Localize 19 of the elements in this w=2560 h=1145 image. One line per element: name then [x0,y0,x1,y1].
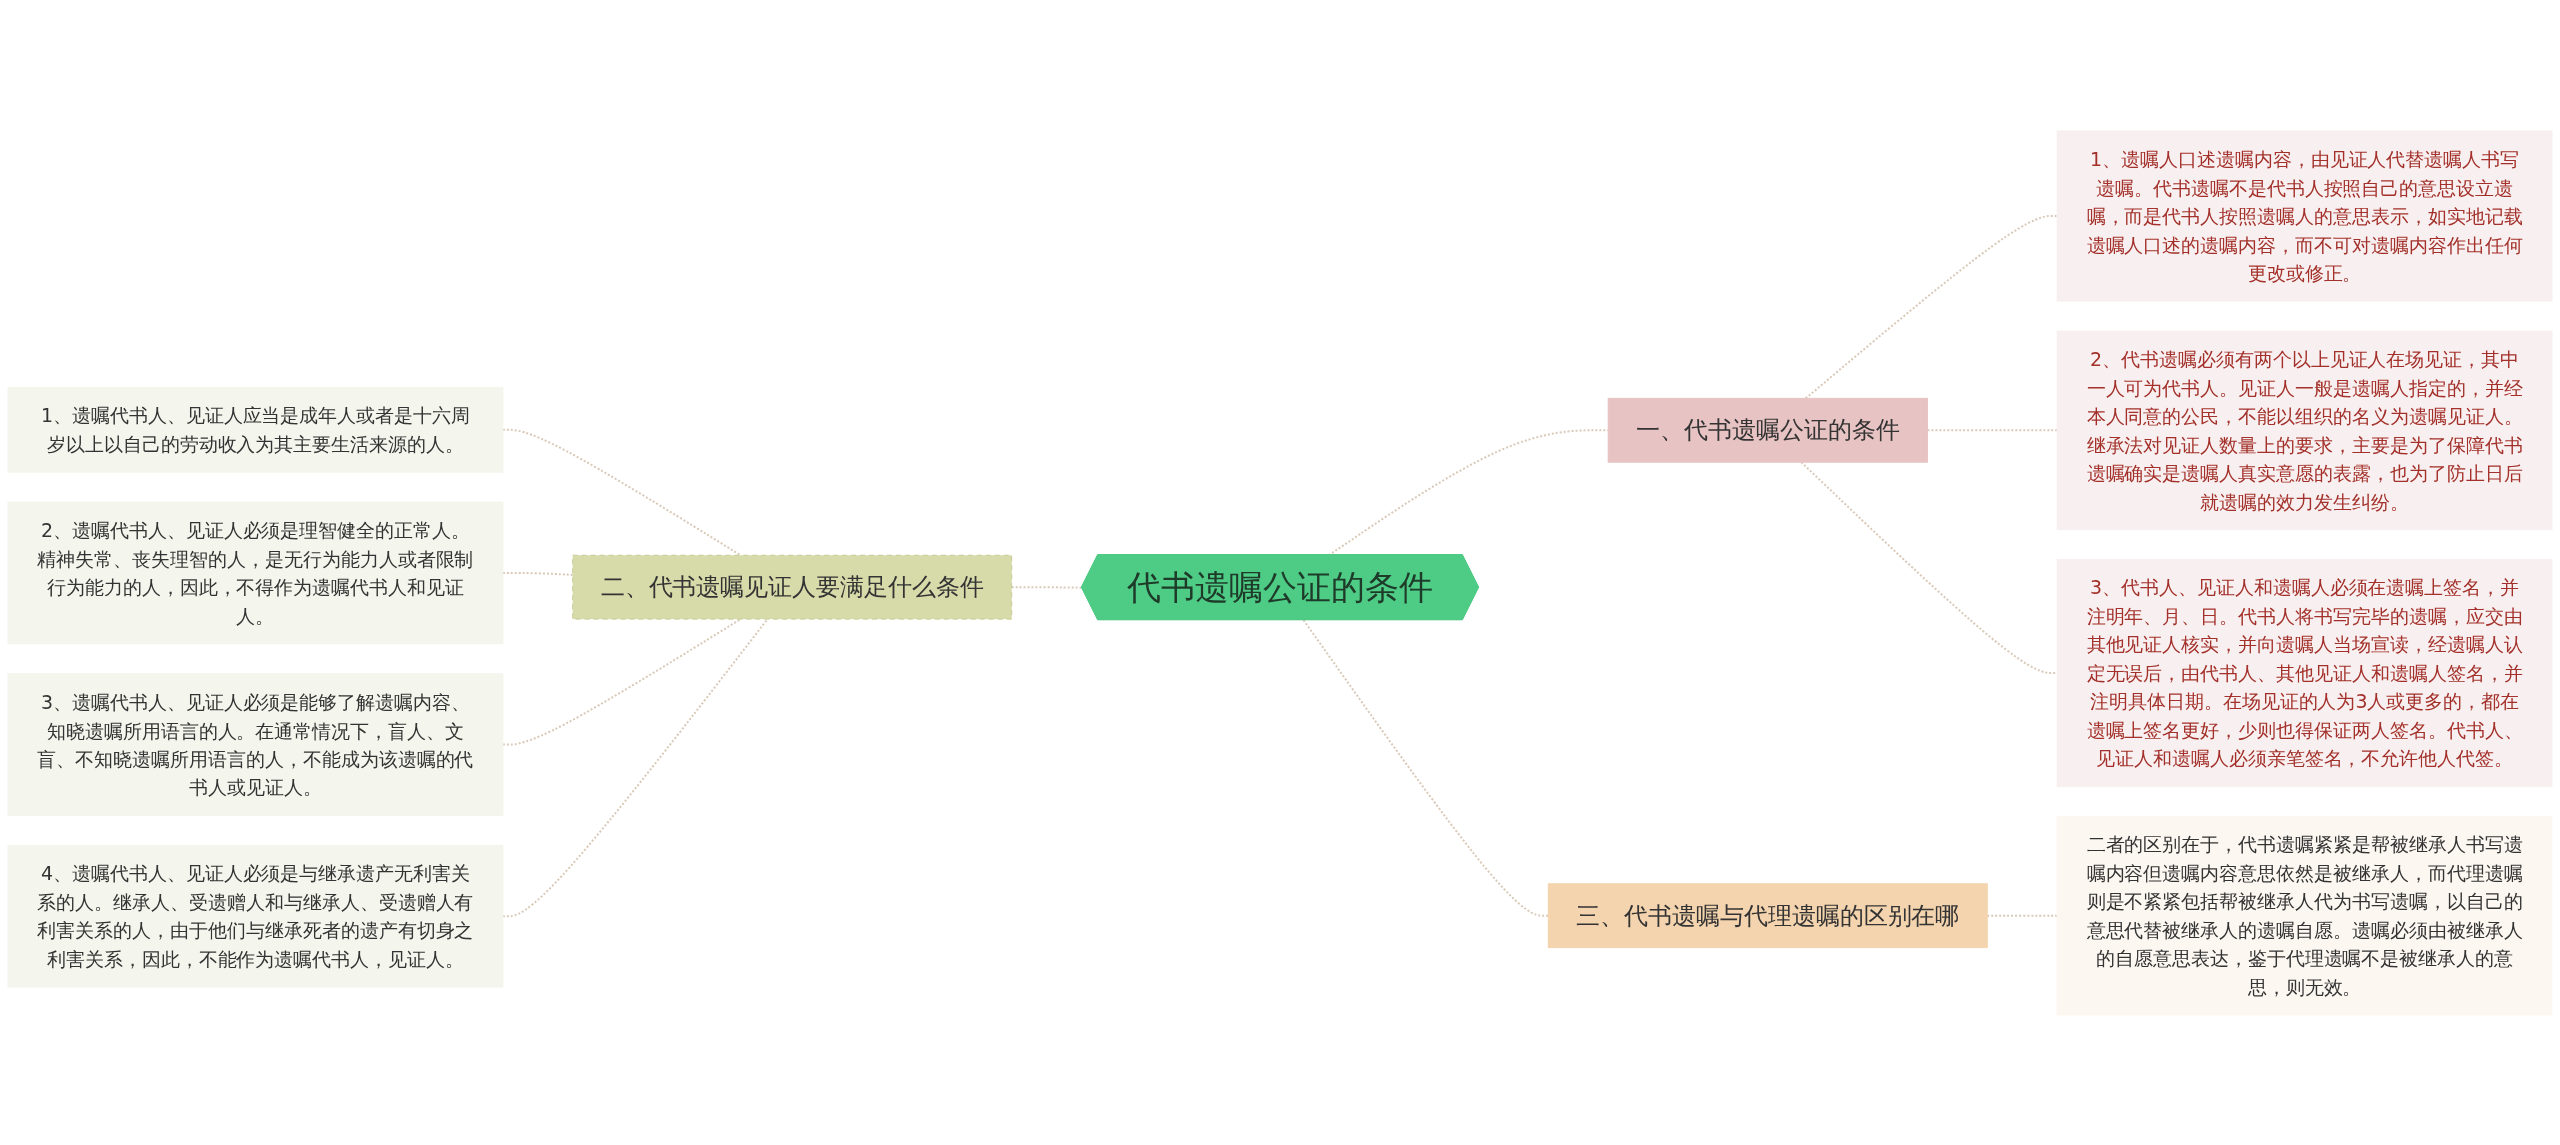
node-box: 二者的区别在于，代书遗嘱紧紧是帮被继承人书写遗嘱内容但遗嘱内容意思依然是被继承人，而代理遗嘱则是不紧紧包括帮被继承人代为书写遗嘱，以自己的意思代替被继承人的遗嘱自愿。遗嘱必须由被继承人的自愿意思表达，鉴于代理遗嘱不是被继承人的意思，则无效。 [2056,815,2553,1015]
node-box: 1、遗嘱人口述遗嘱内容，由见证人代替遗嘱人书写遗嘱。代书遗嘱不是代书人按照自己的意思设立遗嘱，而是代书人按照遗嘱人的意思表示，如实地记载遗嘱人口述的遗嘱内容，而不可对遗嘱内容作出任何更改或修正。 [2056,130,2553,302]
node-box: 2、遗嘱代书人、见证人必须是理智健全的正常人。精神失常、丧失理智的人，是无行为能力人或者限制行为能力的人，因此，不得作为遗嘱代书人和见证人。 [7,501,504,644]
node-box: 一、代书遗嘱公证的条件 [1607,397,1928,463]
connector [501,617,742,746]
connector [1986,914,2059,917]
node-box: 2、代书遗嘱必须有两个以上见证人在场见证，其中一人可为代书人。见证人一般是遗嘱人指定的，并经本人同意的公民，不能以组织的名义为遗嘱见证人。继承法对见证人数量上的要求，主要是为了保障代书遗嘱确实是遗嘱人真实意愿的表露，也为了防止日后就遗嘱的效力发生纠纷。 [2056,330,2553,530]
node-box: 3、遗嘱代书人、见证人必须是能够了解遗嘱内容、知晓遗嘱所用语言的人。在通常情况下，盲人、文盲、不知晓遗嘱所用语言的人，不能成为该遗嘱的代书人或见证人。 [7,672,504,816]
connector [501,428,742,556]
connector [1302,618,1550,917]
connector [501,617,769,917]
node-box: 4、遗嘱代书人、见证人必须是与继承遗产无利害关系的人。继承人、受遗赠人和与继承人、受遗赠人有利害关系的人，由于他们与继承死者的遗产有切身之利害关系，因此，不能作为遗嘱代书人，见证人。 [7,844,504,988]
node-box: 1、遗嘱代书人、见证人应当是成年人或者是十六周岁以上以自己的劳动收入为其主要生活来源的人。 [7,386,504,473]
node-box: 3、代书人、见证人和遗嘱人必须在遗嘱上签名，并注明年、月、日。代书人将书写完毕的遗嘱，应交由其他见证人核实，并向遗嘱人当场宣读，经遗嘱人认定无误后，由代书人、其他见证人和遗嘱人签名，并注明具体日期。在场见证的人为3人或更多的，都在遗嘱上签名更好，少则也得保证两人签名。代书人、见证人和遗嘱人必须亲笔签名，不允许他人代签。 [2056,558,2553,787]
connector [1010,585,1084,589]
node-box: 二、代书遗嘱见证人要满足什么条件 [572,554,1013,620]
connector [1926,428,2059,431]
connector [501,571,574,576]
node-box: 三、代书遗嘱与代理遗嘱的区别在哪 [1547,882,1988,948]
